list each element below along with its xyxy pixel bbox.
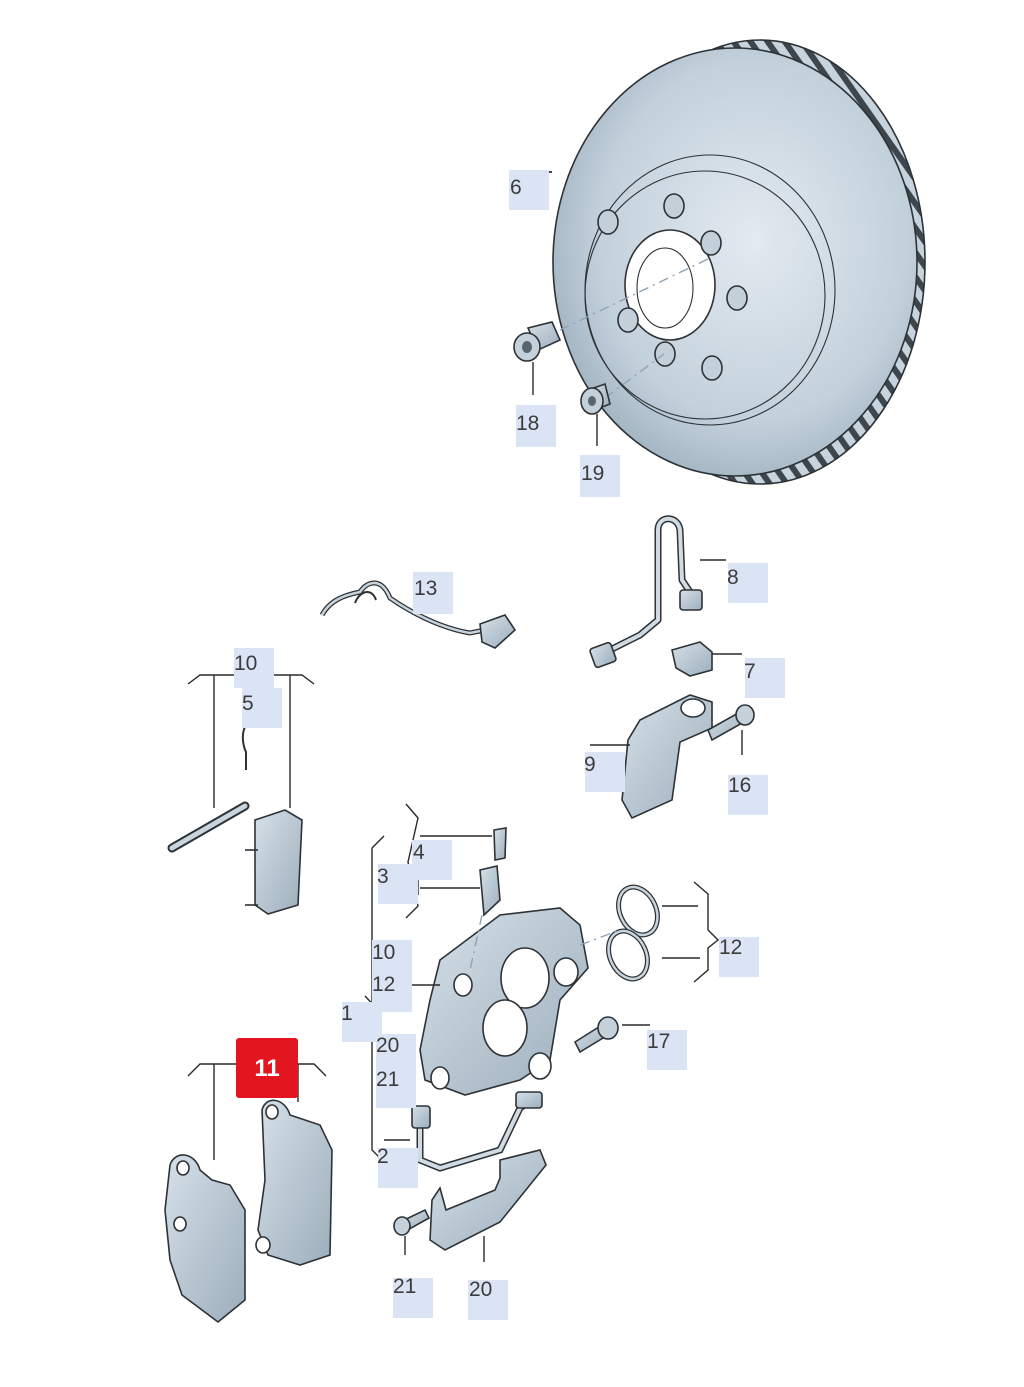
svg-text:2: 2 xyxy=(377,1145,389,1168)
heat-shield-20[interactable] xyxy=(429,1149,547,1262)
svg-text:1: 1 xyxy=(341,1002,353,1025)
callout-6[interactable]: 6 xyxy=(509,170,549,210)
svg-text:5: 5 xyxy=(242,692,254,715)
svg-text:21: 21 xyxy=(376,1068,399,1091)
callout-19[interactable]: 19 xyxy=(580,455,620,497)
svg-text:3: 3 xyxy=(377,865,389,888)
callout-13[interactable]: 13 xyxy=(413,572,453,614)
callout-21-bolt[interactable]: 21 xyxy=(393,1275,433,1318)
callout-17[interactable]: 17 xyxy=(647,1030,687,1070)
svg-text:16: 16 xyxy=(728,774,751,797)
callout-20-shield[interactable]: 20 xyxy=(468,1278,508,1320)
retaining-clip-7[interactable] xyxy=(671,641,742,677)
svg-text:20: 20 xyxy=(376,1034,399,1057)
locating-bolt-19[interactable] xyxy=(580,382,611,446)
brake-line-8[interactable] xyxy=(589,515,726,669)
callout-5[interactable]: 5 xyxy=(242,688,282,728)
brake-hose-2[interactable] xyxy=(384,1091,543,1172)
brake-caliper[interactable] xyxy=(371,803,589,1163)
svg-text:9: 9 xyxy=(584,753,596,776)
callout-2[interactable]: 2 xyxy=(377,1145,418,1188)
callout-3[interactable]: 3 xyxy=(377,864,418,904)
wheel-bolt-18[interactable] xyxy=(513,321,562,395)
seal-rings-12[interactable] xyxy=(579,881,720,986)
brake-disc[interactable] xyxy=(552,39,926,485)
callout-12-seals[interactable]: 12 xyxy=(719,936,759,977)
svg-text:4: 4 xyxy=(413,841,425,864)
bracket-9[interactable] xyxy=(590,694,713,820)
callout-4[interactable]: 4 xyxy=(412,840,452,880)
svg-text:8: 8 xyxy=(727,566,739,589)
svg-text:19: 19 xyxy=(581,462,604,485)
svg-text:12: 12 xyxy=(372,973,395,996)
svg-text:6: 6 xyxy=(510,176,522,199)
svg-text:7: 7 xyxy=(744,660,756,683)
callout-18[interactable]: 18 xyxy=(516,405,556,447)
svg-text:17: 17 xyxy=(647,1030,670,1053)
callout-9[interactable]: 9 xyxy=(584,752,625,792)
svg-text:10: 10 xyxy=(234,652,257,675)
callout-1[interactable]: 1 xyxy=(341,1002,382,1042)
pad-retaining-pin-set[interactable] xyxy=(167,674,315,915)
callout-10-pins[interactable]: 10 xyxy=(234,648,274,688)
callout-21-caliper[interactable]: 21 xyxy=(376,1068,416,1108)
callout-8[interactable]: 8 xyxy=(727,563,768,603)
callout-7[interactable]: 7 xyxy=(744,658,785,698)
svg-text:21: 21 xyxy=(393,1275,416,1298)
svg-text:12: 12 xyxy=(719,936,742,959)
svg-text:20: 20 xyxy=(469,1278,492,1301)
brake-pad-set[interactable] xyxy=(164,1063,333,1324)
bolt-21[interactable] xyxy=(393,1208,431,1255)
svg-text:11: 11 xyxy=(254,1055,279,1082)
svg-text:18: 18 xyxy=(516,412,539,435)
brake-pad-wear-sensor[interactable] xyxy=(319,580,517,649)
bolt-16[interactable] xyxy=(706,704,755,755)
svg-text:10: 10 xyxy=(372,941,395,964)
svg-text:13: 13 xyxy=(414,577,437,600)
callout-12-caliper[interactable]: 12 xyxy=(372,972,412,1012)
callout-20-caliper[interactable]: 20 xyxy=(376,1034,416,1074)
callout-16[interactable]: 16 xyxy=(728,774,768,815)
bolt-17[interactable] xyxy=(573,1016,650,1054)
callout-11-highlighted[interactable]: 11 xyxy=(236,1038,298,1098)
